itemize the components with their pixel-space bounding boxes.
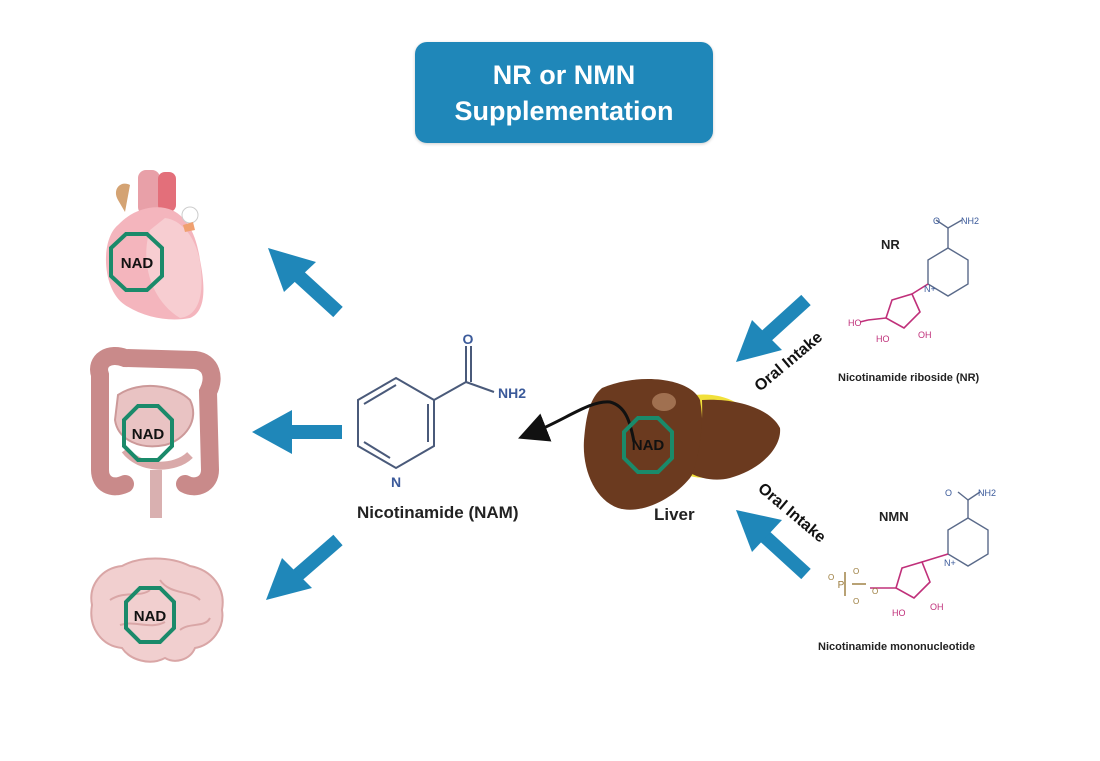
nmn-nh2-atom: NH2	[978, 488, 996, 498]
heart-organ	[105, 170, 204, 320]
nad-label-heart: NAD	[121, 255, 154, 272]
nr-short-label: NR	[881, 237, 900, 252]
nicotinamide-label: Nicotinamide (NAM)	[357, 503, 519, 522]
nmn-o-atom-3: O	[853, 597, 859, 606]
nr-sugar	[859, 283, 929, 329]
nmn-o-atom-4: O	[872, 587, 878, 596]
arrow-to-intestines	[252, 410, 342, 454]
nad-badge-brain	[124, 586, 176, 644]
arrow-nmn-to-liver	[736, 510, 811, 580]
nr-full-label: Nicotinamide riboside (NR)	[838, 372, 980, 384]
nr-structure	[927, 219, 969, 297]
nmn-oh-atom: OH	[930, 602, 944, 612]
arrow-to-brain	[266, 534, 343, 600]
nmn-n-atom: N+	[944, 558, 956, 568]
nmn-o-atom-2: O	[853, 567, 859, 576]
nad-label-liver: NAD	[632, 437, 665, 454]
nad-label-brain: NAD	[134, 608, 167, 625]
nr-ho-atom: HO	[848, 318, 862, 328]
liver-label: Liver	[654, 505, 695, 524]
nr-o-atom: O	[933, 216, 940, 226]
nmn-o-atom: O	[945, 488, 952, 498]
liver-organ	[518, 378, 781, 510]
title-line-1: NR or NMN	[492, 59, 636, 90]
nmn-p-atom: P	[838, 580, 845, 591]
nam-nh2-atom: NH2	[498, 385, 526, 401]
nmn-full-label: Nicotinamide mononucleotide	[818, 641, 976, 653]
nr-nh2-atom: NH2	[961, 216, 979, 226]
arrow-nr-to-liver	[736, 294, 811, 362]
nmn-structure	[947, 491, 989, 567]
brain-organ	[90, 557, 224, 663]
nmn-o-atom-1: O	[828, 573, 834, 582]
nicotinamide-structure	[357, 346, 495, 470]
nr-ho2-atom: HO	[876, 334, 890, 344]
arrow-to-heart	[268, 248, 343, 318]
title-box: NR or NMN Supplementation	[415, 42, 713, 143]
nad-badge-heart	[109, 232, 164, 292]
nad-badge-intestines	[122, 404, 174, 462]
nmn-sugar	[870, 553, 949, 599]
nmn-short-label: NMN	[879, 509, 909, 524]
nmn-phosphate	[844, 572, 866, 596]
nad-label-intestines: NAD	[132, 426, 165, 443]
nr-oh-atom: OH	[918, 330, 932, 340]
title-line-2: Supplementation	[454, 95, 674, 126]
nmn-ho-atom: HO	[892, 608, 906, 618]
nr-n-atom: N+	[924, 284, 936, 294]
nam-o-atom: O	[463, 331, 474, 347]
nam-n-atom: N	[391, 474, 401, 490]
